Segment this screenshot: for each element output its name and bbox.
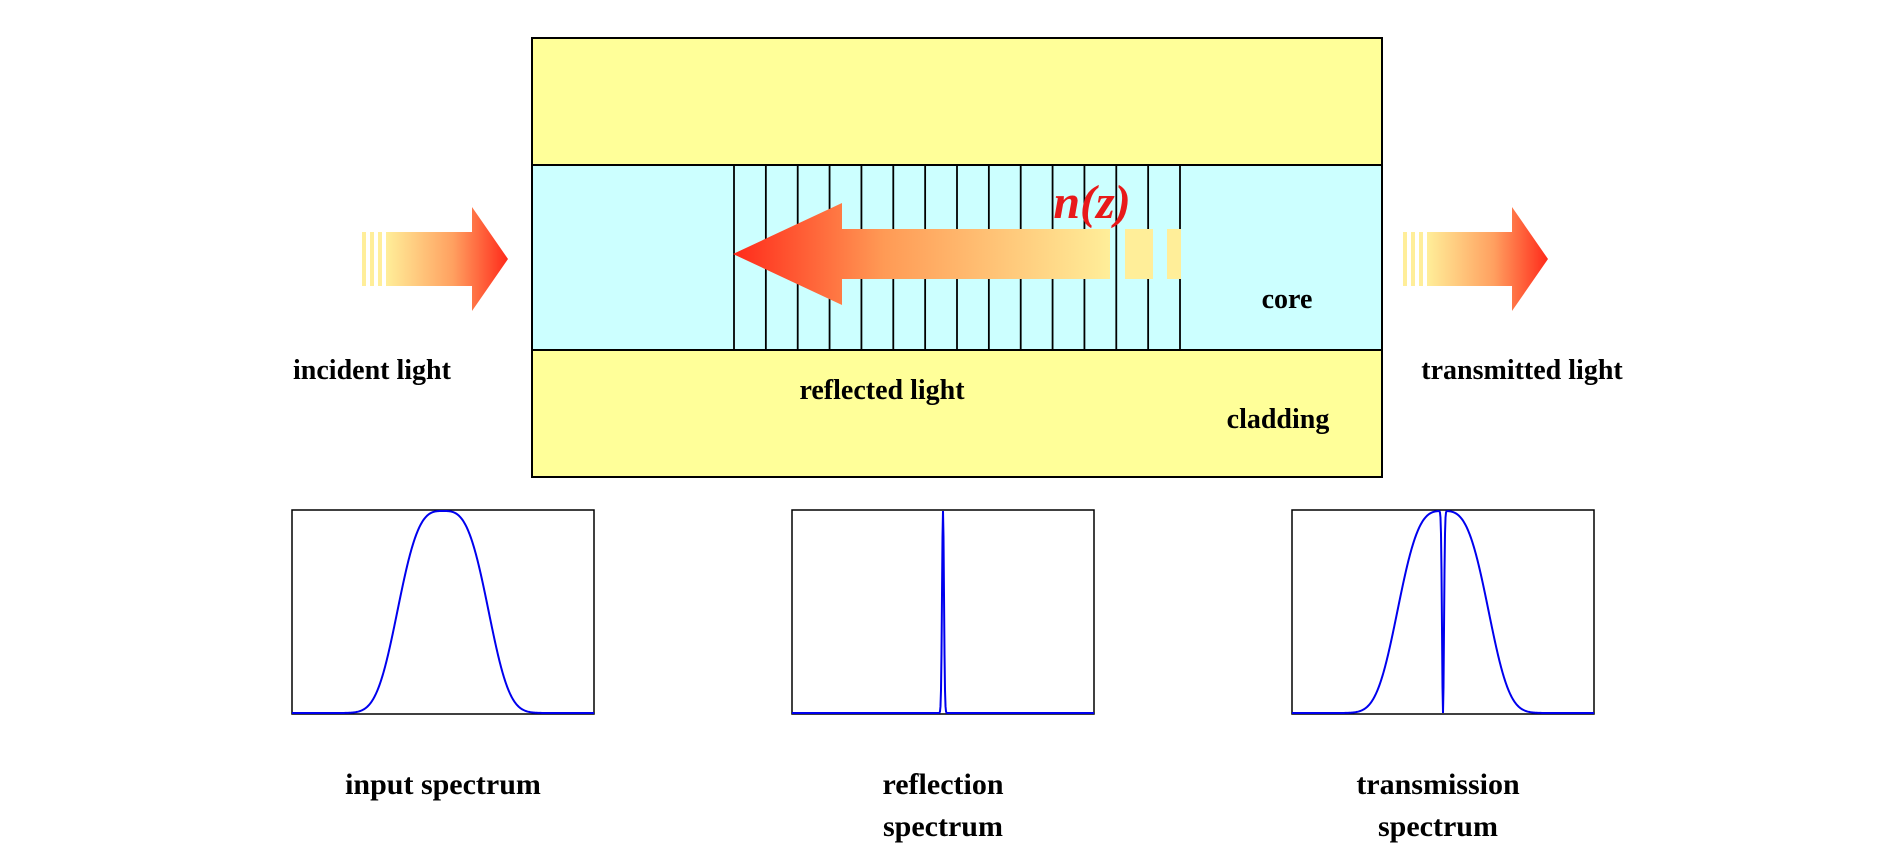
transmission-spectrum-label-line2: spectrum — [1378, 810, 1498, 843]
incident-light-label: incident light — [293, 355, 452, 386]
reflection-spectrum-plot — [791, 509, 1095, 715]
transmitted-light-label: transmitted light — [1421, 355, 1623, 386]
reflected-light-label: reflected light — [799, 375, 965, 406]
core-label: core — [1262, 284, 1313, 315]
transmission-spectrum-plot — [1291, 509, 1595, 715]
input-spectrum-curve — [292, 510, 594, 714]
input-spectrum-label: input spectrum — [345, 768, 541, 801]
reflected-light-arrow — [733, 203, 1181, 305]
reflection-spectrum-curve — [792, 510, 1094, 714]
cladding-top — [531, 37, 1383, 166]
refractive-index-label: n(z) — [1053, 176, 1130, 229]
transmission-spectrum-label-line1: transmission — [1356, 768, 1520, 801]
reflection-spectrum-label-line2: spectrum — [883, 810, 1003, 843]
reflection-spectrum-label-line1: reflection — [882, 768, 1003, 801]
input-spectrum-plot — [291, 509, 595, 715]
transmission-spectrum-curve — [1292, 510, 1594, 714]
incident-light-arrow — [362, 207, 508, 311]
transmitted-light-arrow — [1403, 207, 1548, 311]
cladding-label: cladding — [1227, 404, 1330, 435]
